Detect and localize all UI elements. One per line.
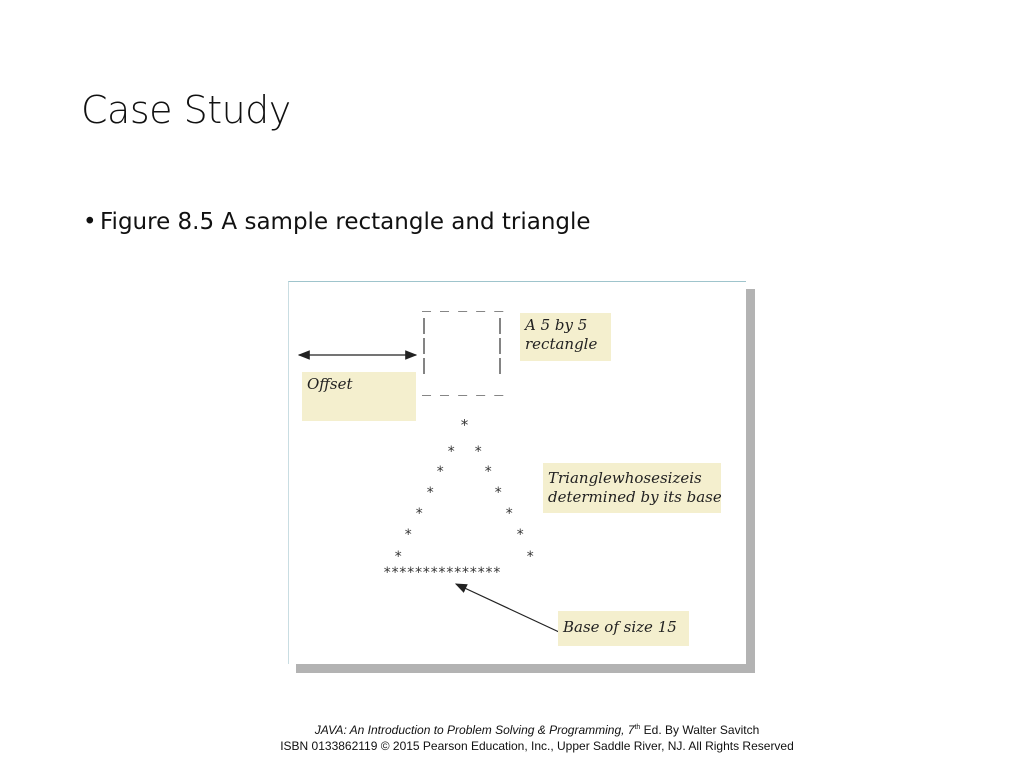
- svg-text:*: *: [394, 549, 402, 565]
- callout-rectangle-line2: rectangle: [525, 335, 598, 353]
- callout-offset-text: Offset: [307, 375, 353, 393]
- callout-base: Base of size 15: [558, 611, 689, 646]
- footer-author: Ed. By Walter Savitch: [640, 723, 760, 737]
- triangle-apex: *: [460, 416, 470, 434]
- callout-triangle-line2: determined by its base: [548, 488, 722, 506]
- slide-footer: JAVA: An Introduction to Problem Solving…: [0, 722, 1024, 754]
- footer-superscript: th: [634, 724, 641, 731]
- callout-triangle: Trianglewhosesizeis determined by its ba…: [543, 463, 722, 513]
- callout-rectangle: A 5 by 5 rectangle: [520, 313, 611, 361]
- triangle-base: ***************: [383, 565, 501, 581]
- rectangle-sides: [423, 318, 501, 374]
- base-arrow: [454, 583, 560, 633]
- callout-base-text: Base of size 15: [563, 618, 677, 636]
- svg-text:*: *: [505, 506, 513, 522]
- svg-text:*: *: [526, 549, 534, 565]
- svg-text:*: *: [404, 527, 412, 543]
- figure-8-5: ** ** ** ** ** ** _ _ _ _ _ _ _ _ _ _ * …: [288, 281, 746, 664]
- bullet-item: •Figure 8.5 A sample rectangle and trian…: [83, 209, 591, 235]
- callout-rectangle-line1: A 5 by 5: [525, 316, 588, 334]
- svg-text:*: *: [474, 444, 482, 460]
- svg-text:*: *: [494, 485, 502, 501]
- callout-triangle-line1: Trianglewhosesizeis: [548, 469, 702, 487]
- slide-title: Case Study: [81, 88, 291, 132]
- svg-text:*: *: [484, 464, 492, 480]
- rectangle-top: _ _ _ _ _: [422, 294, 504, 312]
- figure-drawing: ** ** ** ** ** **: [297, 318, 560, 633]
- rectangle-bottom: _ _ _ _ _: [422, 378, 504, 396]
- svg-text:*: *: [426, 485, 434, 501]
- svg-text:*: *: [447, 444, 455, 460]
- svg-text:*: *: [436, 464, 444, 480]
- triangle-sides: ** ** ** ** ** **: [394, 444, 534, 565]
- footer-line-2: ISBN 0133862119 © 2015 Pearson Education…: [280, 739, 794, 753]
- footer-book-title: JAVA: An Introduction to Problem Solving…: [314, 723, 635, 737]
- bullet-icon: •: [83, 209, 97, 235]
- svg-text:*: *: [415, 506, 423, 522]
- callout-offset: Offset: [302, 372, 416, 421]
- bullet-text: Figure 8.5 A sample rectangle and triang…: [100, 209, 591, 235]
- footer-line-1: JAVA: An Introduction to Problem Solving…: [0, 722, 1024, 738]
- svg-text:*: *: [516, 527, 524, 543]
